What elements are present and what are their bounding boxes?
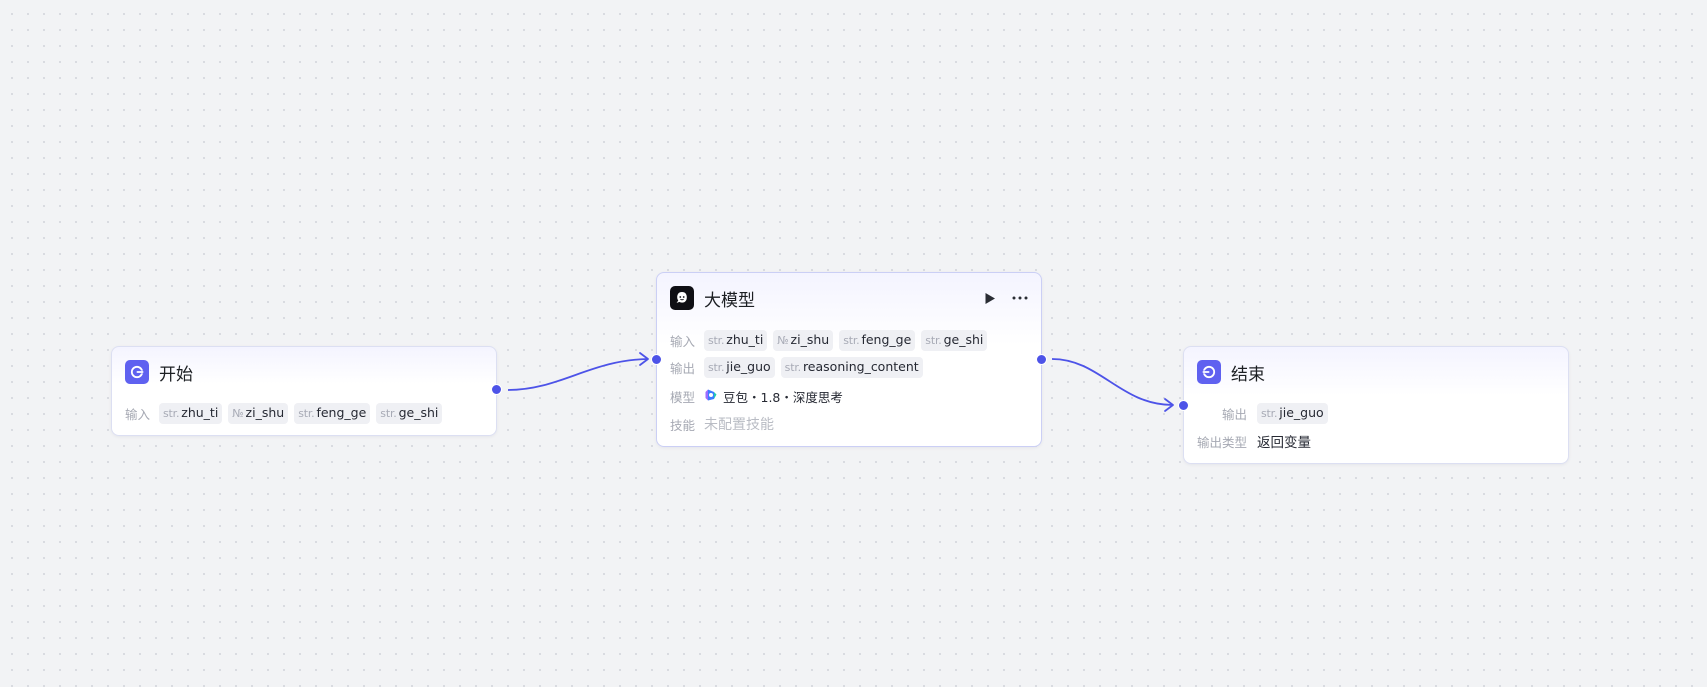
input-label: 输入 [125, 406, 151, 422]
model-label: 模型 [670, 389, 696, 405]
variable-tag: str.zhu_ti [704, 329, 768, 351]
variable-type: str. [298, 406, 315, 420]
variable-name: zi_shu [245, 404, 285, 420]
skill-label: 技能 [670, 417, 696, 433]
edge-line[interactable] [1051, 358, 1174, 406]
end-icon [1197, 360, 1221, 384]
variable-type: str. [163, 406, 180, 420]
variable-type: str. [925, 333, 942, 347]
llm-node-header: 大模型 [670, 286, 1028, 311]
edge-start-to-llm[interactable] [507, 352, 649, 391]
variable-tag: str.feng_ge [294, 402, 371, 424]
play-icon[interactable] [982, 290, 998, 306]
edge-line[interactable] [507, 358, 649, 391]
variable-type: str. [1261, 406, 1278, 420]
output-label: 输出 [1221, 406, 1247, 422]
llm-output-port[interactable] [1036, 354, 1047, 365]
variable-tag: str.zhu_ti [159, 402, 223, 424]
edge-llm-to-end[interactable] [1051, 358, 1174, 412]
variable-tag: str.ge_shi [376, 402, 443, 424]
llm-icon [670, 286, 694, 310]
llm-input-port[interactable] [651, 354, 662, 365]
variable-tag: str.jie_guo [1257, 402, 1328, 424]
variable-name: feng_ge [316, 404, 367, 420]
end-output-type-row: 输出类型 返回变量 [1197, 430, 1558, 452]
variable-name: jie_guo [1279, 404, 1324, 420]
end-node-header: 结束 [1197, 360, 1555, 385]
output-label: 输出 [670, 360, 696, 376]
variable-name: zhu_ti [181, 404, 219, 420]
output-type-label: 输出类型 [1197, 434, 1248, 450]
llm-skill-row: 技能 未配置技能 [670, 413, 1031, 435]
end-input-port[interactable] [1178, 400, 1189, 411]
node-title: 开始 [159, 364, 193, 385]
variable-type: № [777, 333, 789, 347]
variable-type: № [232, 406, 244, 420]
variable-name: zi_shu [790, 331, 830, 347]
doubao-logo-icon [704, 388, 718, 405]
variable-tag: str.ge_shi [921, 329, 988, 351]
end-output-row: 输出 str.jie_guo [1197, 402, 1558, 424]
output-tags: str.jie_guo [1257, 402, 1328, 424]
start-node-header: 开始 [125, 360, 483, 385]
start-icon [125, 360, 149, 384]
edge-arrow-icon [1164, 398, 1174, 412]
edge-arrow-icon [639, 352, 649, 366]
variable-tag: str.reasoning_content [780, 356, 923, 378]
variable-type: str. [843, 333, 860, 347]
model-name: 豆包・1.8・深度思考 [723, 389, 843, 405]
end-node[interactable]: 结束 输出 str.jie_guo 输出类型 返回变量 [1183, 346, 1569, 464]
node-actions [982, 286, 1028, 310]
variable-name: jie_guo [726, 358, 771, 374]
variable-tag: str.feng_ge [839, 329, 916, 351]
llm-model-row: 模型 豆包・1.8・深度思考 [670, 385, 1031, 407]
variable-name: reasoning_content [802, 358, 919, 374]
variable-name: ge_shi [943, 331, 984, 347]
variable-type: str. [708, 360, 725, 374]
variable-name: feng_ge [861, 331, 912, 347]
more-icon[interactable] [1012, 290, 1028, 306]
skill-value[interactable]: 未配置技能 [704, 417, 774, 433]
node-title: 大模型 [704, 290, 755, 311]
input-label: 输入 [670, 333, 696, 349]
variable-name: zhu_ti [726, 331, 764, 347]
variable-tag: str.jie_guo [704, 356, 775, 378]
output-type-value: 返回变量 [1257, 435, 1311, 451]
variable-type: str. [380, 406, 397, 420]
variable-type: str. [784, 360, 801, 374]
model-value[interactable]: 豆包・1.8・深度思考 [704, 387, 843, 406]
start-output-port[interactable] [491, 384, 502, 395]
variable-name: ge_shi [398, 404, 439, 420]
node-title: 结束 [1231, 364, 1265, 385]
variable-type: str. [708, 333, 725, 347]
